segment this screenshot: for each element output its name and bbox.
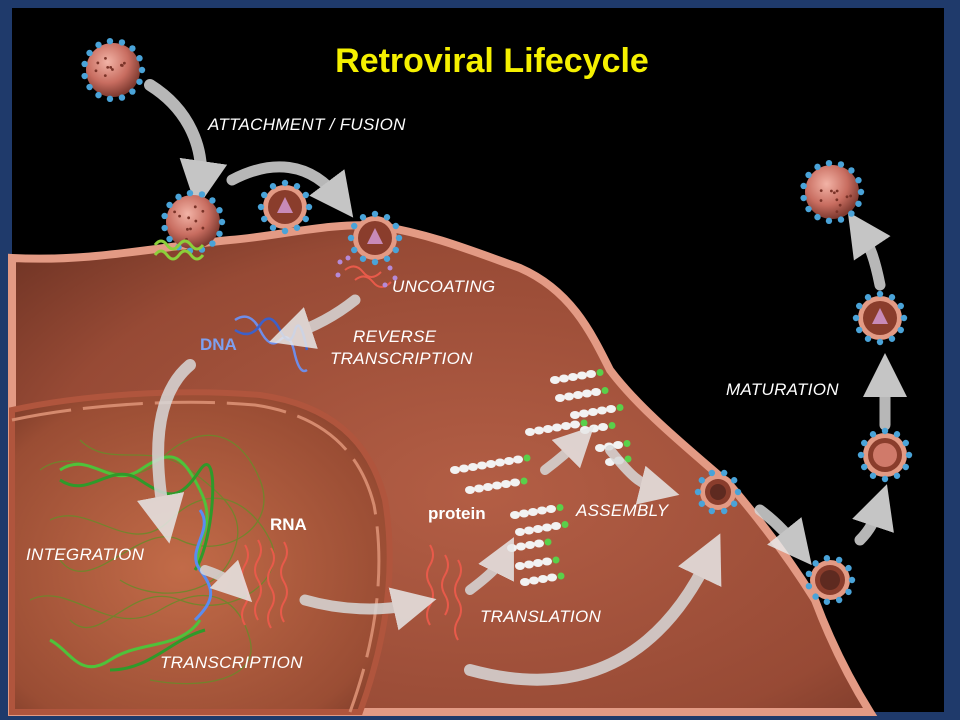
label-reverse: REVERSE [353, 327, 437, 346]
label-dna: DNA [200, 335, 237, 354]
label-maturation: MATURATION [726, 380, 839, 399]
label-rna: RNA [270, 515, 307, 534]
diagram-title: Retroviral Lifecycle [335, 42, 649, 80]
label-protein: protein [428, 504, 486, 523]
label-assembly: ASSEMBLY [575, 501, 670, 520]
label-integration: INTEGRATION [26, 545, 145, 564]
label-uncoating: UNCOATING [392, 277, 495, 296]
label-reverse-transcription: TRANSCRIPTION [330, 349, 473, 368]
label-attachment-fusion: ATTACHMENT / FUSION [207, 115, 406, 134]
label-transcription: TRANSCRIPTION [160, 653, 303, 672]
label-translation: TRANSLATION [480, 607, 601, 626]
